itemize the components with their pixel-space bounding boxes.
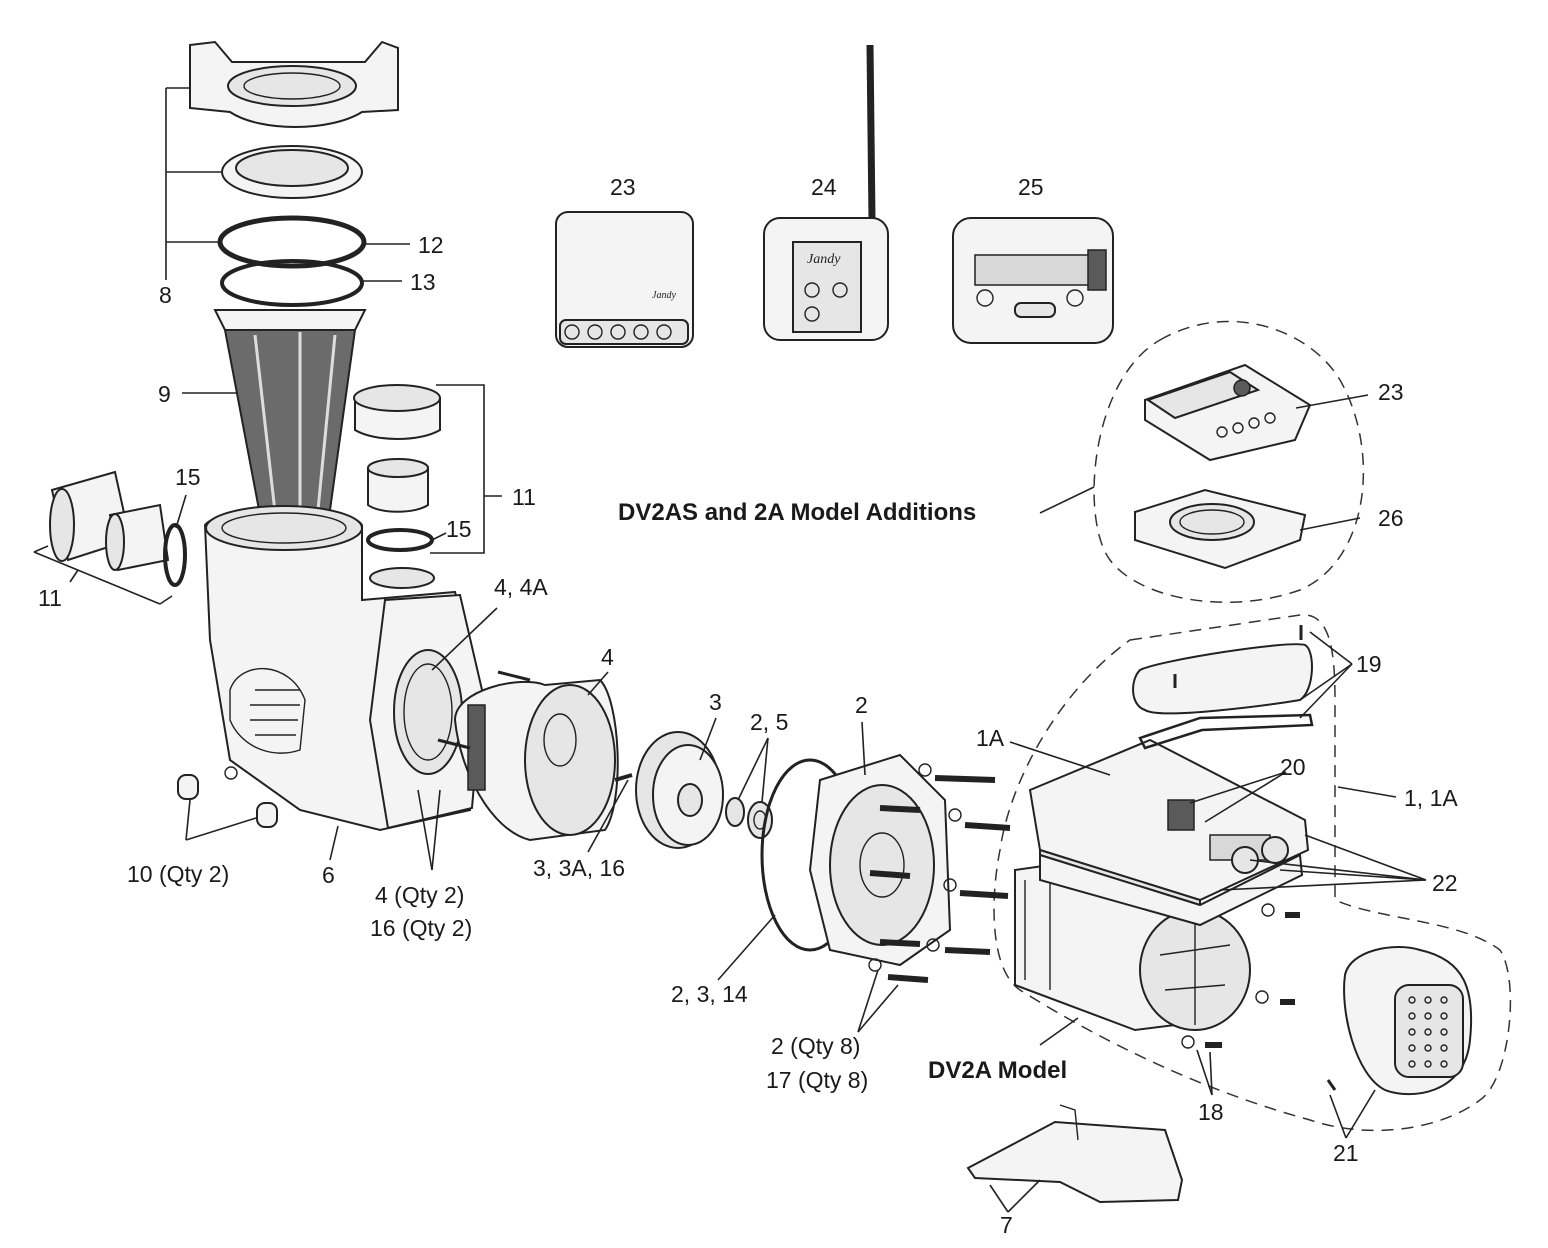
keypad-controller-25 xyxy=(952,217,1114,344)
callout-10-qty: 10 (Qty 2) xyxy=(127,861,229,887)
callout-9: 9 xyxy=(158,381,171,407)
callout-6: 6 xyxy=(322,862,335,888)
callout-11-right: 11 xyxy=(512,484,536,510)
callout-2-qty: 2 (Qty 8) xyxy=(771,1033,860,1059)
drain-plug-2 xyxy=(256,802,278,828)
diffuser-pin-lower xyxy=(437,738,471,750)
callout-20: 20 xyxy=(1280,754,1306,780)
callout-12: 12 xyxy=(418,232,444,258)
callout-25: 25 xyxy=(1018,174,1044,200)
callout-23-top: 23 xyxy=(610,174,636,200)
fan-cover xyxy=(1343,946,1473,1096)
diffuser-pin xyxy=(497,670,531,682)
callout-15-left: 15 xyxy=(175,464,201,490)
callout-17-qty: 17 (Qty 8) xyxy=(766,1067,868,1093)
union-o-ring-left xyxy=(163,523,187,587)
plug-o-ring xyxy=(224,766,238,780)
callout-2: 2 xyxy=(855,692,868,718)
pump-housing xyxy=(203,505,484,832)
strainer-basket xyxy=(213,309,367,517)
callout-21: 21 xyxy=(1333,1140,1359,1166)
callout-24: 24 xyxy=(811,174,837,200)
callout-13: 13 xyxy=(410,269,436,295)
callout-8: 8 xyxy=(159,282,172,308)
controller-cover-19 xyxy=(1132,643,1313,715)
callout-4-4a: 4, 4A xyxy=(494,574,548,600)
callout-4-qty: 4 (Qty 2) xyxy=(375,882,464,908)
leader-lines xyxy=(33,87,1427,1213)
lid-o-ring-12 xyxy=(217,215,367,269)
impeller-screw xyxy=(614,773,633,782)
callout-11-left: 11 xyxy=(38,585,62,611)
callout-3-3a-16: 3, 3A, 16 xyxy=(533,855,625,881)
callout-2-5: 2, 5 xyxy=(750,709,788,735)
callout-26: 26 xyxy=(1378,505,1404,531)
remote-brand-logo: Jandy xyxy=(807,252,841,267)
lid-o-ring-13 xyxy=(220,259,364,307)
model-group-outline xyxy=(993,614,1512,1132)
callout-19: 19 xyxy=(1356,651,1382,677)
union-tail-right xyxy=(367,458,429,513)
seal-plate-bolts xyxy=(868,763,1011,983)
drive-controller xyxy=(1028,738,1310,927)
strainer-lock-ring xyxy=(189,40,399,128)
control-panel-23: Jandy xyxy=(555,211,694,348)
heading-model: DV2A Model xyxy=(928,1057,1067,1084)
union-tail-left xyxy=(105,503,170,572)
impeller xyxy=(635,731,724,849)
additions-group-outline xyxy=(1093,320,1365,603)
callout-1-1a: 1, 1A xyxy=(1404,785,1458,811)
callout-2-3-14: 2, 3, 14 xyxy=(671,981,748,1007)
diffuser xyxy=(453,678,619,842)
control-brand-logo: Jandy xyxy=(652,290,676,301)
callout-4: 4 xyxy=(601,644,614,670)
strainer-lid xyxy=(221,145,363,199)
callout-22: 22 xyxy=(1432,870,1458,896)
drain-plug-1 xyxy=(177,774,199,800)
heading-additions: DV2AS and 2A Model Additions xyxy=(618,499,976,526)
motor-base xyxy=(966,1104,1184,1204)
motor-bolts xyxy=(1181,903,1300,1049)
mounting-bracket-26 xyxy=(1134,488,1307,570)
callout-7: 7 xyxy=(1000,1212,1013,1238)
seal-plate xyxy=(808,753,952,967)
fan-cover-screw xyxy=(1326,1079,1337,1091)
control-panel-23-tilted xyxy=(1144,363,1312,462)
callout-1a: 1A xyxy=(976,725,1005,751)
callout-23-additions: 23 xyxy=(1378,379,1404,405)
callout-18: 18 xyxy=(1198,1099,1224,1125)
callout-3: 3 xyxy=(709,689,722,715)
controller-gasket xyxy=(1138,713,1314,750)
union-o-ring-right xyxy=(366,528,434,552)
wireless-transceiver-24: Jandy xyxy=(763,44,889,341)
union-nut-right xyxy=(353,384,441,440)
callout-16-qty: 16 (Qty 2) xyxy=(370,915,472,941)
callout-15-right: 15 xyxy=(446,516,472,542)
